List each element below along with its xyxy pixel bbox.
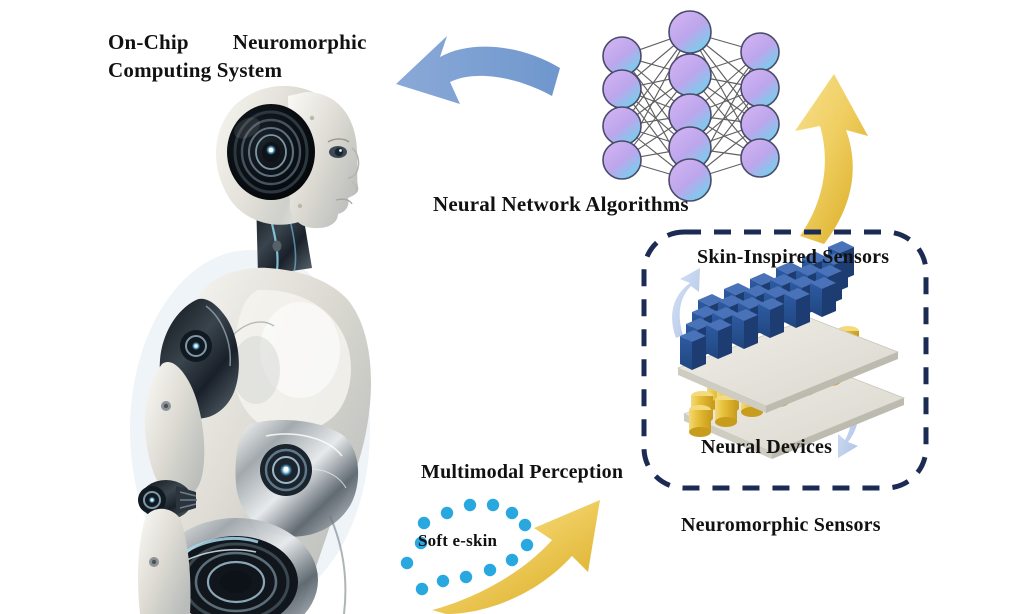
label-neural-network-algorithms: Neural Network Algorithms: [433, 192, 689, 216]
page-title-line-1: On-Chip Neuromorphic: [108, 30, 367, 55]
inner-arrow-up: [672, 268, 700, 338]
device-array-illustration: [676, 241, 906, 459]
yellow-arrow-to-network: [795, 74, 868, 244]
blue-arrow-to-robot: [396, 36, 560, 104]
label-neural-devices: Neural Devices: [701, 436, 833, 458]
neural-network-diagram: [602, 10, 780, 202]
yellow-cylinder-array: [689, 326, 859, 437]
yellow-arrow-to-sensors: [432, 500, 600, 614]
title-part-on-chip: On-Chip: [108, 30, 189, 54]
inner-arrow-down: [838, 382, 859, 458]
page-title-line-2: Computing System: [108, 58, 283, 82]
title-part-neuromorphic: Neuromorphic: [232, 30, 367, 54]
label-soft-eskin: Soft e-skin: [418, 531, 498, 550]
label-skin-inspired-sensors: Skin-Inspired Sensors: [697, 246, 890, 268]
label-neuromorphic-sensors: Neuromorphic Sensors: [681, 514, 881, 536]
nn-node-group: [602, 10, 780, 202]
label-multimodal-perception: Multimodal Perception: [421, 461, 624, 483]
middle-plate: [676, 317, 900, 413]
